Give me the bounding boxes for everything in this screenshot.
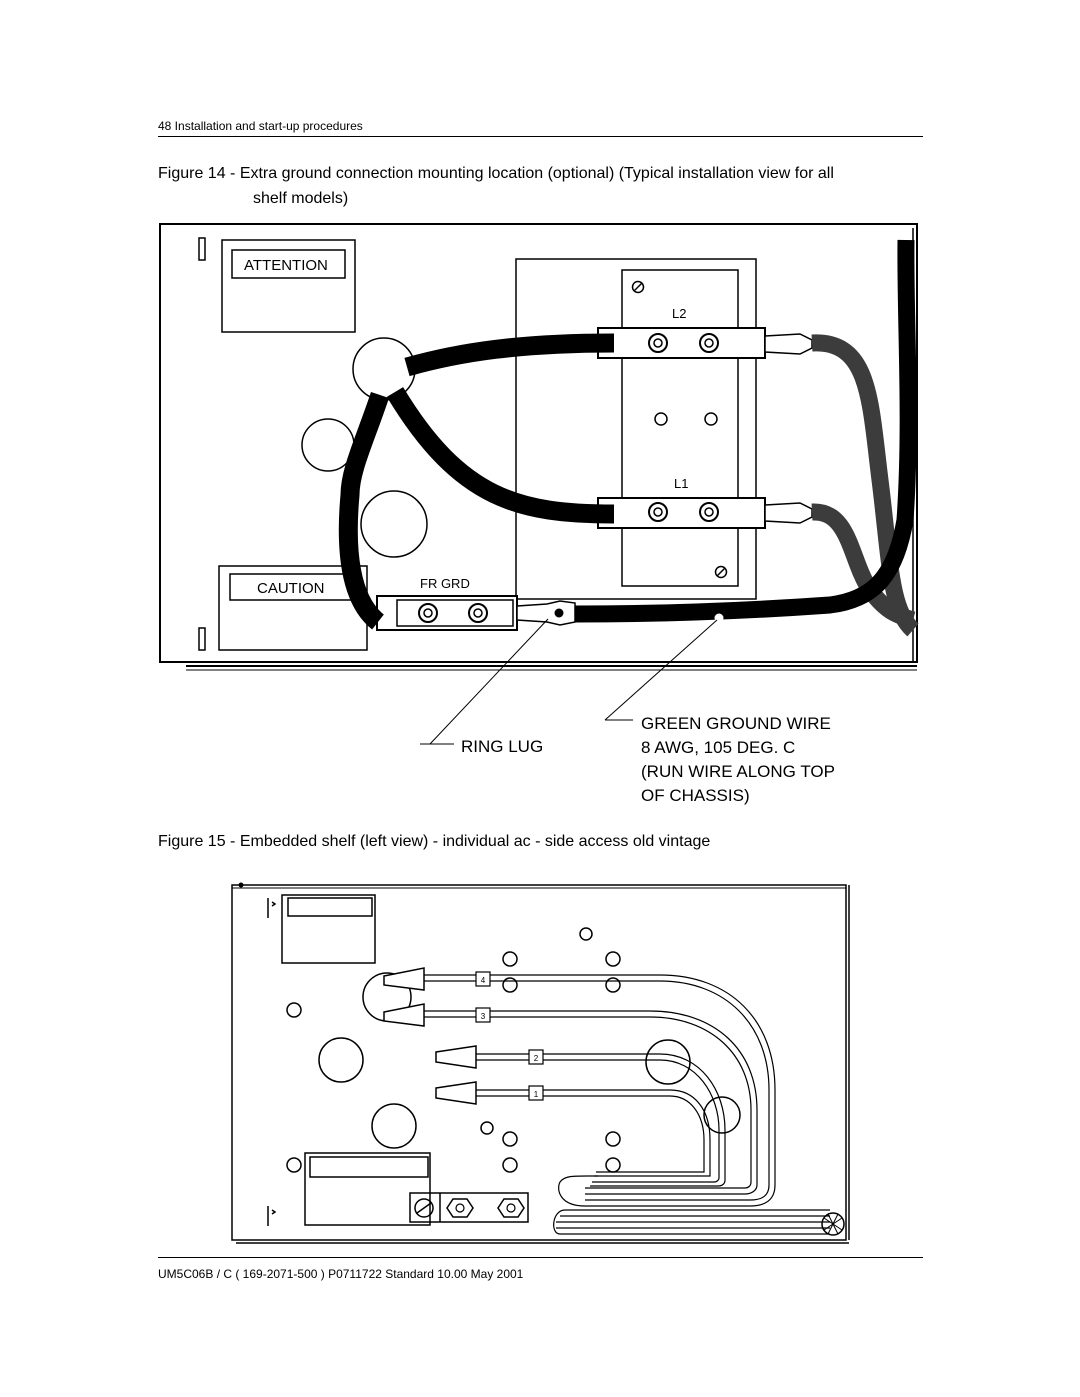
- screw-top: [631, 280, 645, 294]
- wire-tag-2-label: 2: [534, 1054, 539, 1063]
- figure-14-diagram: [159, 223, 920, 745]
- plug-1: [435, 1081, 477, 1105]
- ring-lug-label: RING LUG: [461, 737, 543, 756]
- wire-tag-3: [475, 1007, 491, 1023]
- page-footer: UM5C06B / C ( 169-2071-500 ) P0711722 St…: [158, 1267, 524, 1281]
- green-wire-leader: [604, 619, 718, 721]
- shelf-outline: [231, 884, 847, 1241]
- l1-lug: [764, 502, 813, 524]
- chassis-outline: [159, 223, 918, 663]
- hole-bottom: [360, 490, 428, 558]
- header-rule: [158, 136, 923, 137]
- terminal-block: [621, 269, 739, 587]
- l2-black-cable: [404, 333, 615, 377]
- green-wire-label-2: 8 AWG, 105 DEG. C: [641, 738, 795, 757]
- wire-tag-2: [528, 1049, 544, 1065]
- screw-bottom: [714, 565, 728, 579]
- attention-box: [231, 249, 346, 279]
- bottom-plate: [304, 1152, 431, 1226]
- l2-terminal-bar: [597, 327, 766, 359]
- mount-hole-right: [704, 412, 718, 426]
- wire-tag-1-label: 1: [534, 1090, 539, 1099]
- footer-rule: [158, 1257, 923, 1258]
- mount-hole-left: [654, 412, 668, 426]
- plug-3: [383, 1003, 425, 1027]
- page-header: 48 Installation and start-up procedures: [158, 119, 363, 133]
- figure-15-diagram: [231, 882, 850, 1244]
- wire-tag-3-label: 3: [481, 1012, 486, 1021]
- ground-black-cable: [338, 391, 390, 630]
- fr-grd-label: FR GRD: [420, 576, 470, 591]
- figure-14-caption: Figure 14 - Extra ground connection moun…: [158, 161, 928, 211]
- l1-grey-cable: [811, 503, 916, 629]
- l1-terminal-bar: [597, 497, 766, 529]
- ring-lug-leader: [429, 618, 549, 745]
- hinge-bottom: [198, 627, 206, 651]
- plug-4: [383, 967, 425, 991]
- wire-tag-4-label: 4: [481, 976, 486, 985]
- l2-label: L2: [672, 306, 686, 321]
- figure-14-caption-line1: Figure 14 - Extra ground connection moun…: [158, 165, 834, 182]
- cable-bundle: [424, 974, 830, 1235]
- fr-grd-bar: [376, 595, 518, 631]
- figure-14-caption-line2: shelf models): [253, 190, 349, 207]
- hinge-top: [198, 237, 206, 261]
- attention-panel: [221, 239, 356, 333]
- green-wire-label-3: (RUN WIRE ALONG TOP: [641, 762, 835, 781]
- cable-grommet: [821, 1212, 845, 1236]
- top-plate: [281, 894, 376, 964]
- terminal-panel: [515, 258, 757, 600]
- l2-grey-cable: [811, 334, 920, 637]
- figure-15-caption: Figure 15 - Embedded shelf (left view) -…: [158, 833, 711, 850]
- caution-label: CAUTION: [257, 580, 325, 597]
- green-wire-label-4: OF CHASSIS): [641, 786, 750, 805]
- ground-terminal-block: [409, 1192, 529, 1223]
- green-ground-wire: [574, 239, 917, 623]
- l1-label: L1: [674, 476, 688, 491]
- attention-label: ATTENTION: [244, 257, 328, 274]
- wire-tag-1: [528, 1085, 544, 1101]
- l2-lug: [764, 333, 813, 355]
- wire-tag-4: [475, 971, 491, 987]
- green-wire-label-1: GREEN GROUND WIRE: [641, 714, 831, 733]
- hole-top: [352, 337, 416, 401]
- l1-black-cable: [386, 387, 615, 524]
- plug-2: [435, 1045, 477, 1069]
